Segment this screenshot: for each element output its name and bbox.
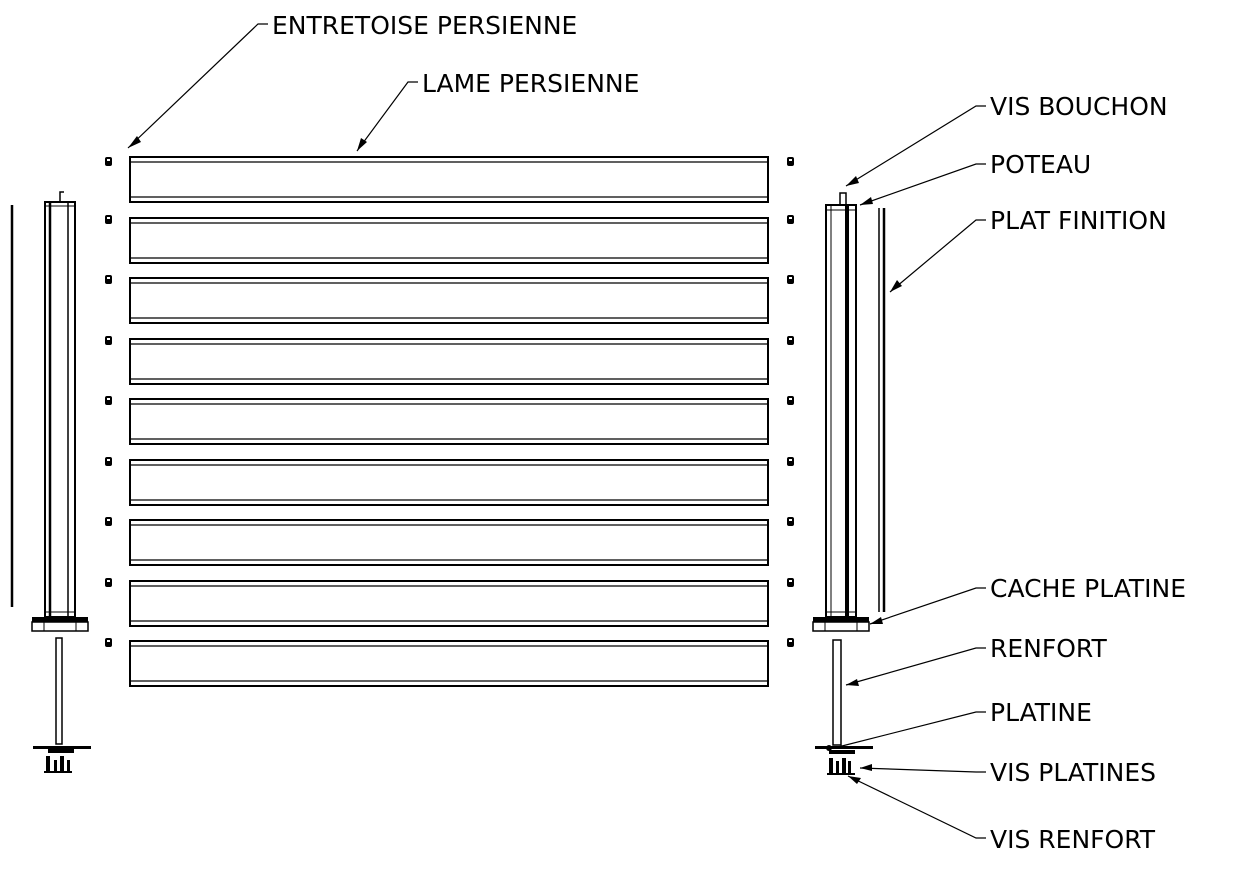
louver-slat <box>129 398 769 445</box>
louver-spacer <box>787 336 794 345</box>
louver-slat <box>129 338 769 385</box>
louver-slat <box>129 519 769 566</box>
louver-spacer <box>787 275 794 284</box>
arrow-lame <box>357 138 367 151</box>
spacers-right <box>787 157 794 647</box>
leader-plat-finition <box>889 219 986 293</box>
leader-renfort <box>845 647 986 686</box>
leader-arrowheads <box>128 136 902 784</box>
louver-spacer <box>105 517 112 526</box>
leader-platine <box>837 711 986 748</box>
label-vis-platines: VIS PLATINES <box>990 758 1156 787</box>
right-cap-screw <box>839 192 847 205</box>
louver-spacer <box>787 517 794 526</box>
leader-lame <box>356 81 418 152</box>
louver-slat <box>129 277 769 324</box>
louver-spacer <box>787 638 794 647</box>
louver-slats <box>129 156 769 687</box>
leader-cache-platine <box>869 587 986 625</box>
arrow-vis-renfort <box>848 776 861 784</box>
louver-spacer <box>105 638 112 647</box>
louver-spacer <box>105 457 112 466</box>
leader-vis-renfort <box>847 775 986 839</box>
label-renfort: RENFORT <box>990 634 1107 663</box>
arrow-entretoise <box>128 136 141 148</box>
leader-poteau <box>859 163 986 206</box>
arrow-poteau <box>860 197 873 205</box>
louver-slat <box>129 640 769 687</box>
louver-spacer <box>105 336 112 345</box>
label-plat-finition: PLAT FINITION <box>990 206 1167 235</box>
left-base-plate <box>33 746 91 753</box>
louver-slat <box>129 580 769 627</box>
arrow-cache-platine <box>870 617 883 624</box>
louver-spacer <box>105 578 112 587</box>
louver-spacer <box>787 157 794 166</box>
louver-spacer <box>787 578 794 587</box>
louver-spacer <box>787 215 794 224</box>
left-post <box>44 201 76 618</box>
louver-spacer <box>105 275 112 284</box>
left-cap-screw <box>59 191 64 202</box>
louver-spacer <box>105 157 112 166</box>
label-entretoise-persienne: ENTRETOISE PERSIENNE <box>272 11 577 40</box>
louver-slat <box>129 459 769 506</box>
left-plate-cover <box>31 617 89 632</box>
louver-spacer <box>105 396 112 405</box>
louver-spacer <box>105 215 112 224</box>
label-platine: PLATINE <box>990 698 1092 727</box>
right-plate-screws <box>827 758 855 775</box>
louver-spacer <box>787 457 794 466</box>
arrow-vis-platines <box>860 764 872 771</box>
label-lame-persienne: LAME PERSIENNE <box>422 69 639 98</box>
leader-entretoise <box>127 23 268 149</box>
arrow-plat-finition <box>890 280 902 292</box>
louver-slat <box>129 217 769 264</box>
leader-vis-bouchon <box>845 105 986 187</box>
label-poteau: POTEAU <box>990 150 1091 179</box>
right-base-plate <box>815 745 873 754</box>
label-cache-platine: CACHE PLATINE <box>990 574 1186 603</box>
right-reinforcement <box>832 639 842 746</box>
right-post-assembly <box>812 192 886 775</box>
arrow-renfort <box>846 679 859 686</box>
left-post-assembly <box>10 191 91 773</box>
leader-vis-platines <box>859 767 986 773</box>
louver-spacer <box>787 396 794 405</box>
right-plate-cover <box>812 617 870 632</box>
leader-lines <box>127 23 986 839</box>
left-reinforcement <box>55 637 63 745</box>
left-plate-screws <box>44 756 72 773</box>
part-labels: ENTRETOISE PERSIENNE LAME PERSIENNE VIS … <box>272 11 1186 854</box>
label-vis-renfort: VIS RENFORT <box>990 825 1156 854</box>
right-post <box>825 204 857 618</box>
arrow-vis-bouchon <box>846 176 859 186</box>
right-finishing-flat <box>878 208 886 612</box>
spacers-left <box>105 157 112 647</box>
louver-slat <box>129 156 769 203</box>
label-vis-bouchon: VIS BOUCHON <box>990 92 1168 121</box>
